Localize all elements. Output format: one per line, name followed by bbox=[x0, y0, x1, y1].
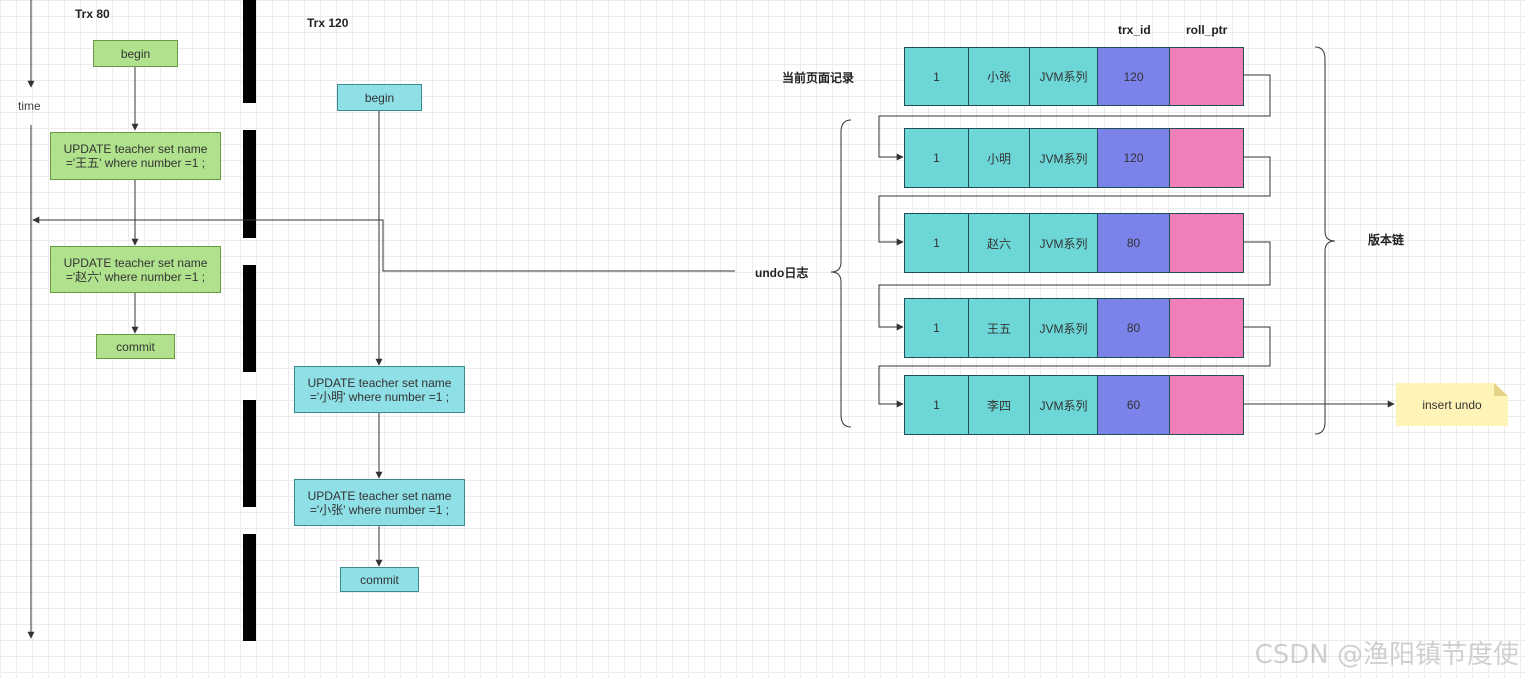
trx80-update-wangwu-box: UPDATE teacher set name='王五' where numbe… bbox=[50, 132, 221, 180]
record-course-cell: JVM系列 bbox=[1029, 47, 1098, 106]
trx80-title: Trx 80 bbox=[75, 7, 110, 21]
undo-log-label: undo日志 bbox=[755, 266, 809, 280]
version-chain-label: 版本链 bbox=[1368, 233, 1405, 247]
insert-undo-note: insert undo bbox=[1396, 383, 1508, 426]
undo-brace bbox=[830, 119, 852, 428]
trx80-update2-line2: ='赵六' where number =1 ; bbox=[65, 269, 206, 284]
trx120-commit-box: commit bbox=[340, 567, 419, 592]
version-chain-brace bbox=[1314, 46, 1336, 435]
record-trx-id-cell: 60 bbox=[1097, 375, 1170, 435]
trx80-update-zhaoliu-box: UPDATE teacher set name='赵六' where numbe… bbox=[50, 246, 221, 293]
record-roll-ptr-cell bbox=[1169, 213, 1244, 273]
trx120-update1-line2: ='小明' where number =1 ; bbox=[309, 389, 450, 404]
record-id-cell: 1 bbox=[904, 298, 969, 358]
trx80-update1-line2: ='王五' where number =1 ; bbox=[65, 156, 206, 170]
record-trx-id-cell: 120 bbox=[1097, 128, 1170, 188]
chain-link-3 bbox=[878, 241, 1271, 331]
record-name-cell: 赵六 bbox=[968, 213, 1030, 273]
trx120-begin-box: begin bbox=[337, 84, 422, 111]
trx80-update2-line1: UPDATE teacher set name bbox=[63, 255, 208, 270]
record-trx-id-cell: 120 bbox=[1097, 47, 1170, 106]
trx80-update1-line1: UPDATE teacher set name bbox=[63, 142, 208, 156]
trx120-update-xiaozhang-box: UPDATE teacher set name='小张' where numbe… bbox=[294, 479, 465, 526]
trx120-update1-line1: UPDATE teacher set name bbox=[307, 375, 452, 390]
record-name-cell: 李四 bbox=[968, 375, 1030, 435]
record-id-cell: 1 bbox=[904, 47, 969, 106]
record-name-cell: 小明 bbox=[968, 128, 1030, 188]
time-label: time bbox=[18, 99, 41, 113]
record-course-cell: JVM系列 bbox=[1029, 128, 1098, 188]
trx80-begin-box: begin bbox=[93, 40, 178, 67]
chain-link-1 bbox=[878, 74, 1271, 161]
record-name-cell: 王五 bbox=[968, 298, 1030, 358]
record-id-cell: 1 bbox=[904, 128, 969, 188]
trx120-title: Trx 120 bbox=[307, 16, 349, 30]
record-trx-id-cell: 80 bbox=[1097, 298, 1170, 358]
trx120-update2-line1: UPDATE teacher set name bbox=[307, 488, 452, 503]
record-course-cell: JVM系列 bbox=[1029, 375, 1098, 435]
record-roll-ptr-cell bbox=[1169, 298, 1244, 358]
record-id-cell: 1 bbox=[904, 375, 969, 435]
chain-link-4 bbox=[878, 326, 1271, 408]
record-name-cell: 小张 bbox=[968, 47, 1030, 106]
trx80-commit-box: commit bbox=[96, 334, 175, 359]
trx120-update2-line2: ='小张' where number =1 ; bbox=[309, 502, 450, 517]
current-record-label: 当前页面记录 bbox=[782, 71, 855, 85]
record-course-cell: JVM系列 bbox=[1029, 213, 1098, 273]
chain-link-2 bbox=[878, 156, 1271, 246]
record-course-cell: JVM系列 bbox=[1029, 298, 1098, 358]
dashed-separator bbox=[243, 0, 256, 641]
record-roll-ptr-cell bbox=[1169, 128, 1244, 188]
trx-id-header: trx_id bbox=[1118, 23, 1151, 37]
record-roll-ptr-cell bbox=[1169, 47, 1244, 106]
watermark: CSDN @渔阳镇节度使 bbox=[1254, 640, 1519, 670]
undo-connector bbox=[32, 216, 735, 272]
record-id-cell: 1 bbox=[904, 213, 969, 273]
trx120-update-xiaoming-box: UPDATE teacher set name='小明' where numbe… bbox=[294, 366, 465, 413]
roll-ptr-header: roll_ptr bbox=[1186, 23, 1228, 37]
record-trx-id-cell: 80 bbox=[1097, 213, 1170, 273]
record-roll-ptr-cell bbox=[1169, 375, 1244, 435]
